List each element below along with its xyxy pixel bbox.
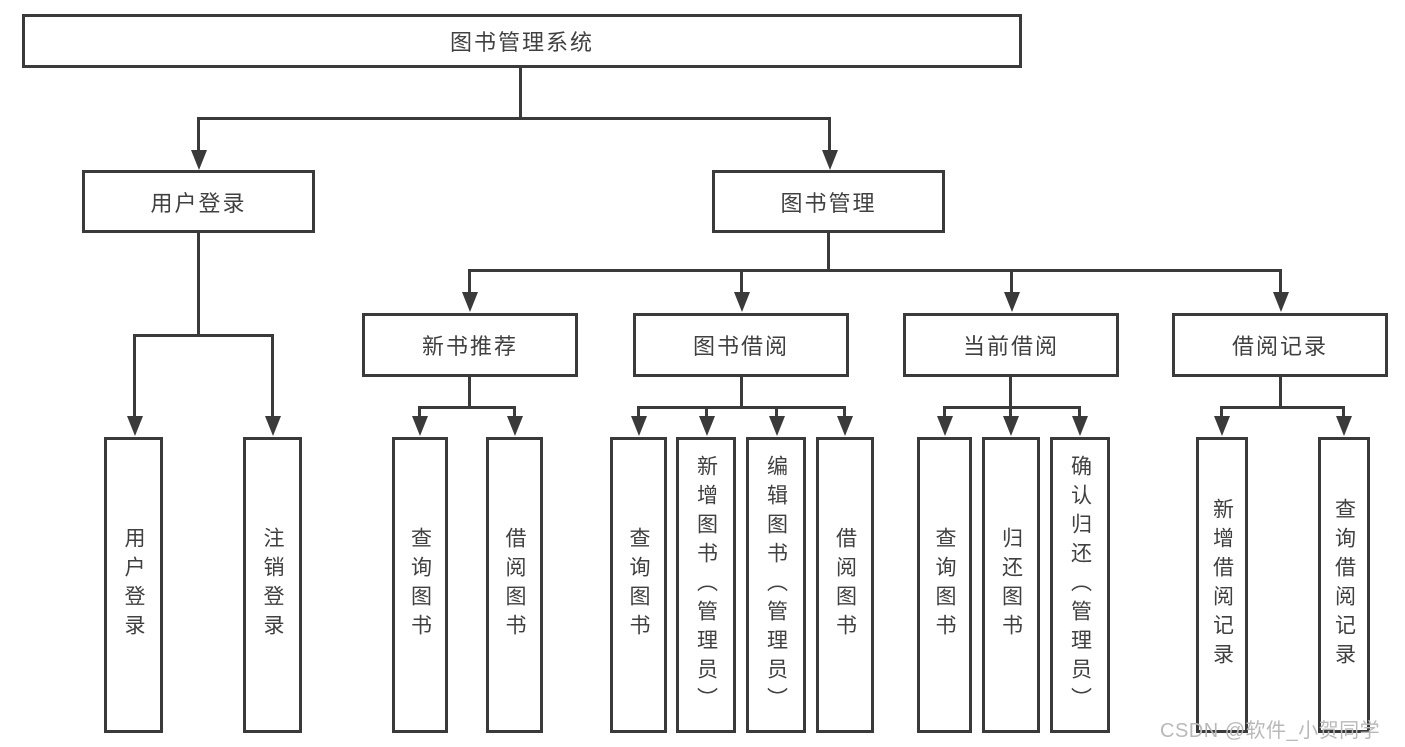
arrow-down-icon [1003,292,1020,312]
connector-line [271,334,274,418]
node-user-login: 用户登录 [82,170,315,233]
arrow-down-icon [411,416,428,436]
connector-line [1220,406,1345,409]
connector-line [1279,377,1282,406]
leaf-add-book-admin: 新增图书（管理员） [676,437,736,733]
arrow-down-icon [461,292,478,312]
node-label: 借阅图书 [833,527,857,643]
arrow-down-icon [1213,416,1230,436]
leaf-user-login: 用户登录 [104,437,163,733]
connector-line [468,269,1282,272]
node-label: 确认归还（管理员） [1068,454,1092,716]
connector-line [513,406,516,418]
connector-line [1009,406,1012,418]
leaf-borrowing-borrow-books: 借阅图书 [816,437,874,733]
connector-line [1279,269,1282,294]
connector-line [1010,269,1013,294]
connector-line [775,406,778,418]
connector-line [740,377,743,406]
connector-line [740,269,743,294]
node-label: 查询图书 [408,527,432,643]
connector-line [637,406,846,409]
leaf-borrowing-query-books: 查询图书 [610,437,667,733]
leaf-confirm-return-admin: 确认归还（管理员） [1050,437,1110,733]
leaf-add-borrow-record: 新增借阅记录 [1196,437,1248,733]
leaf-recommend-borrow-books: 借阅图书 [486,437,543,733]
node-label: 用户登录 [122,527,145,643]
leaf-recommend-query-books: 查询图书 [392,437,448,733]
node-label: 查询借阅记录 [1332,498,1356,672]
csdn-watermark: CSDN @软件_小贺同学 [1160,720,1381,742]
node-label: 查询图书 [933,527,956,643]
leaf-return-books: 归还图书 [982,437,1040,733]
arrow-down-icon [506,416,523,436]
arrow-down-icon [630,416,647,436]
connector-line [468,269,471,294]
connector-line [197,233,200,334]
connector-line [943,406,946,418]
arrow-down-icon [936,416,953,436]
leaf-query-borrow-record: 查询借阅记录 [1318,437,1370,733]
node-label: 新增借阅记录 [1210,498,1234,672]
node-library-system: 图书管理系统 [22,14,1022,68]
node-label: 用户登录 [150,190,247,216]
node-label: 借阅记录 [1231,334,1328,359]
connector-line [843,406,846,418]
node-borrowing-records: 借阅记录 [1172,313,1388,377]
connector-line [1078,406,1081,418]
node-book-borrowing: 图书借阅 [633,313,849,377]
connector-line [943,406,1081,409]
arrow-down-icon [1272,292,1289,312]
node-current-borrowing: 当前借阅 [903,313,1119,377]
node-new-book-recommend: 新书推荐 [362,313,578,377]
connector-line [519,68,522,117]
arrow-down-icon [190,150,207,170]
leaf-current-query-books: 查询图书 [917,437,972,733]
connector-line [468,377,471,406]
connector-line [1342,406,1345,418]
node-label: 图书管理 [780,190,877,216]
arrow-down-icon [126,416,143,436]
connector-line [133,334,136,418]
connector-line [705,406,708,418]
arrow-down-icon [1071,416,1088,436]
leaf-logout-login: 注销登录 [243,437,302,733]
node-label: 图书借阅 [692,334,789,359]
connector-line [827,233,830,269]
connector-line [197,117,831,120]
arrow-down-icon [1335,416,1352,436]
node-label: 借阅图书 [503,527,526,643]
arrow-down-icon [768,416,785,436]
connector-line [1009,377,1012,406]
connector-line [197,117,200,152]
leaf-edit-book-admin: 编辑图书（管理员） [746,437,806,733]
connector-line [637,406,640,418]
arrow-down-icon [821,150,838,170]
node-label: 归还图书 [999,527,1023,643]
node-label: 查询图书 [627,527,650,643]
arrow-down-icon [836,416,853,436]
node-label: 新书推荐 [421,334,518,359]
arrow-down-icon [733,292,750,312]
node-label: 编辑图书（管理员） [764,454,788,716]
node-label: 当前借阅 [962,334,1059,359]
node-book-management: 图书管理 [712,170,945,233]
connector-line [133,334,274,337]
arrow-down-icon [264,416,281,436]
node-label: 图书管理系统 [449,30,594,55]
connector-line [418,406,516,409]
arrow-down-icon [698,416,715,436]
arrow-down-icon [1002,416,1019,436]
node-label: 新增图书（管理员） [694,454,718,716]
connector-line [418,406,421,418]
connector-line [828,117,831,152]
node-label: 注销登录 [261,527,284,643]
connector-line [1220,406,1223,418]
